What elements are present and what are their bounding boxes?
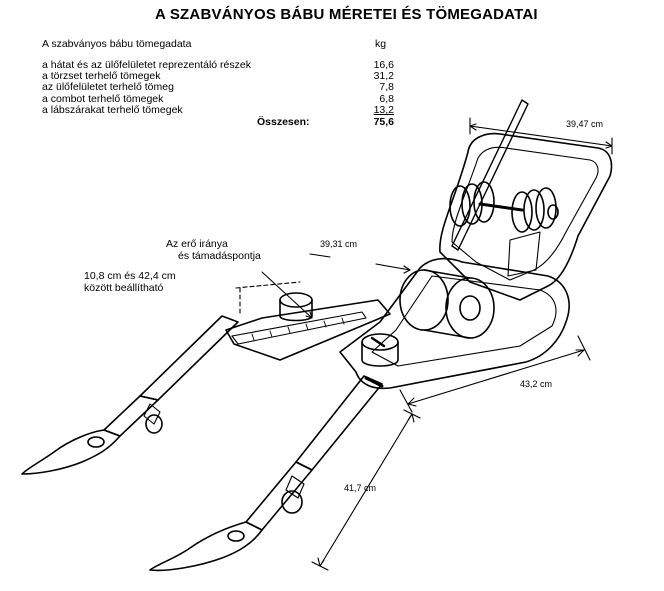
page-title: A SZABVÁNYOS BÁBU MÉRETEI ÉS TÖMEGADATAI — [155, 6, 538, 23]
table-unit: kg — [375, 38, 387, 50]
dim-thigh-length — [399, 335, 591, 413]
thigh-platform — [225, 299, 391, 361]
table-row-label: az ülőfelületet terhelő tömeg — [42, 81, 174, 93]
right-leg — [149, 375, 384, 572]
backrest-outline — [439, 132, 613, 301]
dim-hip-width-label: 39,31 cm — [320, 239, 358, 249]
adjust-label-line1: 10,8 cm és 42,4 cm — [84, 270, 176, 282]
force-label-line1: Az erő iránya — [166, 238, 228, 250]
table-row-value: 7,8 — [379, 81, 394, 93]
left-leg — [21, 315, 239, 475]
seat-pan-inner — [371, 275, 557, 367]
dim-leg-length — [311, 409, 421, 571]
table-row-label: a lábszárakat terhelő tömegek — [42, 104, 183, 116]
total-value: 75,6 — [373, 116, 394, 128]
total-label: Összesen: — [257, 116, 310, 128]
dim-back-width — [469, 117, 613, 155]
hip-joint — [399, 269, 495, 339]
torso-weight-discs — [449, 181, 559, 233]
dim-leg-length-label: 41,7 cm — [344, 483, 377, 493]
force-label-line2: és támadáspontja — [178, 250, 261, 262]
dim-back-width-label: 39,47 cm — [566, 119, 604, 129]
table-row-value: 13,2 — [373, 104, 394, 116]
table-row-label: a combot terhelő tömegek — [42, 93, 164, 105]
thigh-ruler — [231, 311, 367, 345]
table-row-label: a törzset terhelő tömegek — [42, 70, 161, 82]
handle-bar — [451, 99, 529, 251]
seat-pan — [339, 257, 570, 390]
force-arrow — [261, 271, 313, 319]
dim-adjustable — [235, 281, 301, 315]
backrest-inner — [451, 146, 599, 281]
dim-hip-width — [309, 253, 411, 274]
backrest-side-panel — [507, 231, 541, 277]
table-row-value: 6,8 — [379, 93, 394, 105]
table-row-value: 31,2 — [373, 70, 394, 82]
table-header: A szabványos bábu tömegadata — [42, 38, 192, 50]
thigh-weight-right — [361, 333, 399, 367]
dim-thigh-length-label: 43,2 cm — [520, 379, 553, 389]
table-row-value: 16,6 — [373, 59, 394, 71]
table-row-label: a hátat és az ülőfelületet reprezentáló … — [42, 59, 251, 71]
adjust-label-line2: között beállítható — [84, 282, 164, 294]
thigh-weight-left — [279, 292, 313, 322]
